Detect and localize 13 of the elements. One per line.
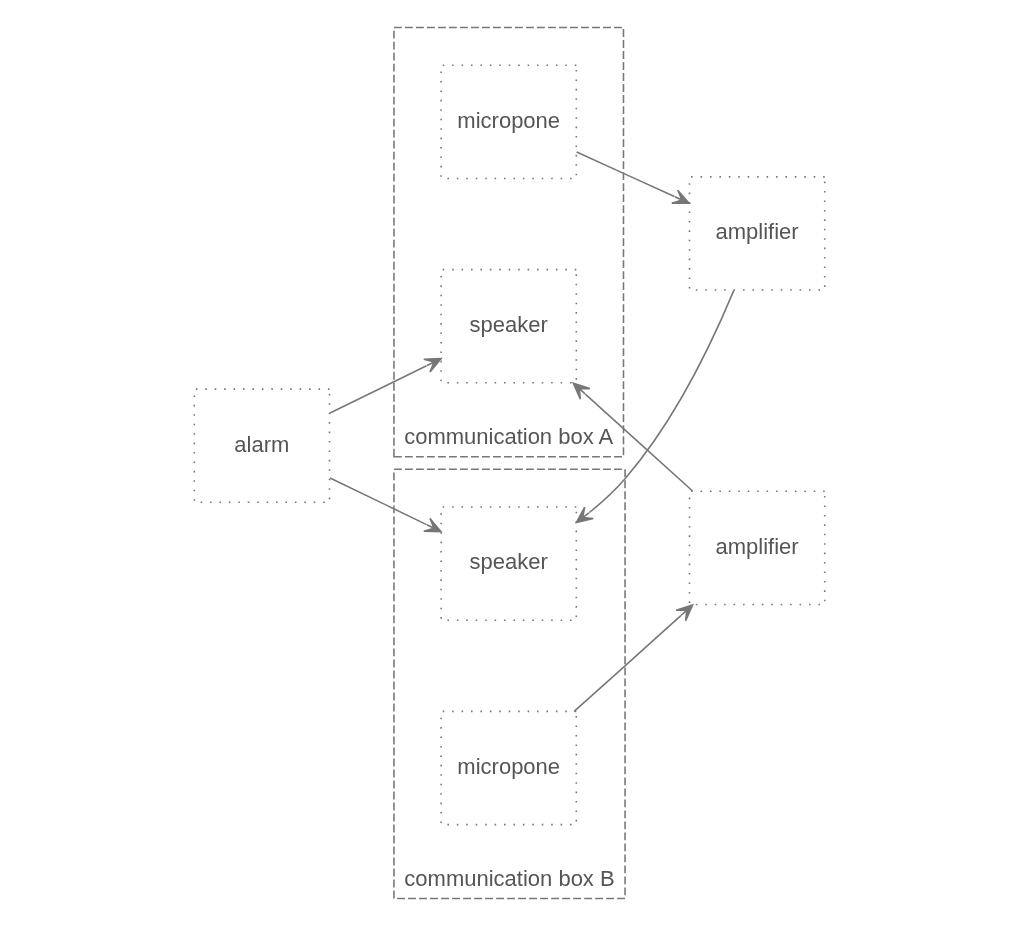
node-box: micropone [439,64,577,180]
arrow [328,357,442,414]
arrow [572,604,693,713]
arrow [328,477,442,533]
arrow [575,151,690,205]
node-box: speaker [439,506,577,621]
node-box: alarm [193,388,330,504]
node-box: micropone [439,710,577,826]
node-box: amplifier [688,176,825,291]
node-box: amplifier [688,490,825,606]
arrow [572,382,693,492]
arrow [575,289,735,524]
node-box: speaker [439,268,577,384]
